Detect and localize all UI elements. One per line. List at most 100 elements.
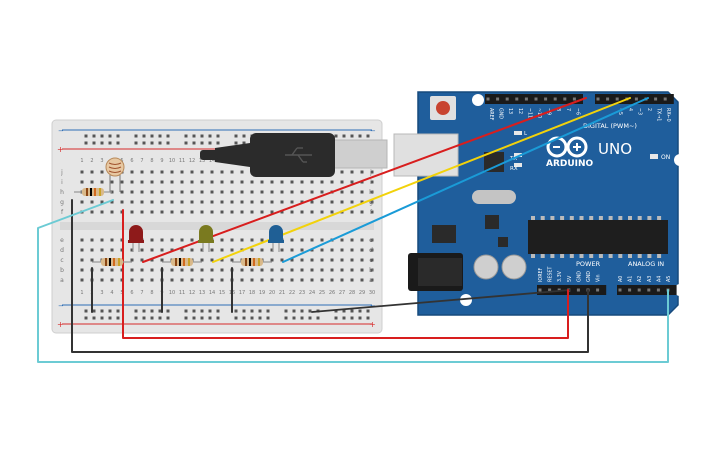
- breadboard-hole[interactable]: [220, 268, 224, 272]
- rail-hole[interactable]: [250, 316, 254, 320]
- breadboard-hole[interactable]: [300, 238, 304, 242]
- rail-hole[interactable]: [92, 141, 96, 145]
- breadboard-hole[interactable]: [140, 210, 144, 214]
- breadboard-hole[interactable]: [280, 258, 284, 262]
- black-wire-gnd[interactable]: [71, 199, 589, 353]
- breadboard-hole[interactable]: [160, 170, 164, 174]
- rail-hole[interactable]: [208, 309, 212, 313]
- breadboard-hole[interactable]: [310, 180, 314, 184]
- header-pin[interactable]: [628, 288, 632, 292]
- breadboard-hole[interactable]: [130, 258, 134, 262]
- breadboard-hole[interactable]: [220, 170, 224, 174]
- blue-wire-led3[interactable]: [282, 97, 649, 263]
- rail-hole[interactable]: [158, 316, 162, 320]
- breadboard-hole[interactable]: [310, 278, 314, 282]
- rail-hole[interactable]: [134, 309, 138, 313]
- breadboard-hole[interactable]: [320, 210, 324, 214]
- breadboard-hole[interactable]: [310, 258, 314, 262]
- breadboard-hole[interactable]: [340, 180, 344, 184]
- breadboard-hole[interactable]: [340, 170, 344, 174]
- breadboard-hole[interactable]: [170, 180, 174, 184]
- header-pin[interactable]: [647, 288, 651, 292]
- rail-hole[interactable]: [100, 134, 104, 138]
- breadboard-hole[interactable]: [340, 258, 344, 262]
- breadboard-hole[interactable]: [210, 210, 214, 214]
- breadboard-hole[interactable]: [110, 238, 114, 242]
- breadboard-hole[interactable]: [290, 190, 294, 194]
- rail-hole[interactable]: [266, 316, 270, 320]
- rail-hole[interactable]: [116, 134, 120, 138]
- breadboard-hole[interactable]: [100, 200, 104, 204]
- rail-hole[interactable]: [116, 316, 120, 320]
- breadboard-hole[interactable]: [340, 190, 344, 194]
- breadboard-hole[interactable]: [340, 248, 344, 252]
- breadboard-hole[interactable]: [220, 200, 224, 204]
- breadboard-hole[interactable]: [360, 258, 364, 262]
- rail-hole[interactable]: [84, 141, 88, 145]
- breadboard-hole[interactable]: [160, 190, 164, 194]
- breadboard-hole[interactable]: [210, 200, 214, 204]
- breadboard-hole[interactable]: [190, 278, 194, 282]
- rail-hole[interactable]: [334, 309, 338, 313]
- breadboard-hole[interactable]: [330, 210, 334, 214]
- breadboard-hole[interactable]: [180, 200, 184, 204]
- breadboard-hole[interactable]: [370, 248, 374, 252]
- rail-hole[interactable]: [100, 316, 104, 320]
- rail-hole[interactable]: [200, 134, 204, 138]
- breadboard-hole[interactable]: [360, 238, 364, 242]
- breadboard-hole[interactable]: [240, 278, 244, 282]
- breadboard-hole[interactable]: [210, 268, 214, 272]
- rail-hole[interactable]: [142, 134, 146, 138]
- rail-hole[interactable]: [166, 134, 170, 138]
- breadboard-hole[interactable]: [370, 200, 374, 204]
- rail-hole[interactable]: [166, 316, 170, 320]
- breadboard-hole[interactable]: [210, 258, 214, 262]
- breadboard-hole[interactable]: [320, 278, 324, 282]
- red-led[interactable]: [128, 225, 144, 252]
- breadboard-hole[interactable]: [370, 268, 374, 272]
- rail-hole[interactable]: [200, 309, 204, 313]
- breadboard-hole[interactable]: [90, 200, 94, 204]
- breadboard-hole[interactable]: [280, 180, 284, 184]
- breadboard-hole[interactable]: [120, 180, 124, 184]
- breadboard-hole[interactable]: [200, 258, 204, 262]
- rail-hole[interactable]: [192, 316, 196, 320]
- breadboard-hole[interactable]: [290, 258, 294, 262]
- breadboard-hole[interactable]: [300, 258, 304, 262]
- breadboard-hole[interactable]: [300, 210, 304, 214]
- rail-hole[interactable]: [342, 134, 346, 138]
- breadboard-hole[interactable]: [150, 200, 154, 204]
- breadboard-hole[interactable]: [240, 238, 244, 242]
- breadboard-hole[interactable]: [230, 170, 234, 174]
- rail-hole[interactable]: [366, 316, 370, 320]
- rail-hole[interactable]: [150, 141, 154, 145]
- breadboard-hole[interactable]: [180, 190, 184, 194]
- breadboard-hole[interactable]: [100, 238, 104, 242]
- rail-hole[interactable]: [308, 316, 312, 320]
- rail-hole[interactable]: [366, 134, 370, 138]
- rail-hole[interactable]: [234, 309, 238, 313]
- breadboard-hole[interactable]: [150, 170, 154, 174]
- rail-hole[interactable]: [192, 309, 196, 313]
- breadboard-hole[interactable]: [250, 190, 254, 194]
- breadboard-hole[interactable]: [90, 210, 94, 214]
- breadboard-hole[interactable]: [100, 180, 104, 184]
- breadboard-hole[interactable]: [340, 278, 344, 282]
- breadboard-hole[interactable]: [370, 190, 374, 194]
- rail-hole[interactable]: [108, 309, 112, 313]
- breadboard-hole[interactable]: [290, 200, 294, 204]
- breadboard-hole[interactable]: [140, 268, 144, 272]
- header-pin[interactable]: [524, 97, 528, 101]
- rail-hole[interactable]: [308, 309, 312, 313]
- resistor[interactable]: [162, 258, 202, 266]
- breadboard-hole[interactable]: [130, 278, 134, 282]
- breadboard-hole[interactable]: [370, 210, 374, 214]
- rail-hole[interactable]: [100, 309, 104, 313]
- breadboard-hole[interactable]: [360, 190, 364, 194]
- breadboard-hole[interactable]: [100, 210, 104, 214]
- breadboard-hole[interactable]: [210, 190, 214, 194]
- rail-hole[interactable]: [84, 134, 88, 138]
- rail-hole[interactable]: [242, 316, 246, 320]
- rail-hole[interactable]: [192, 141, 196, 145]
- rail-hole[interactable]: [142, 316, 146, 320]
